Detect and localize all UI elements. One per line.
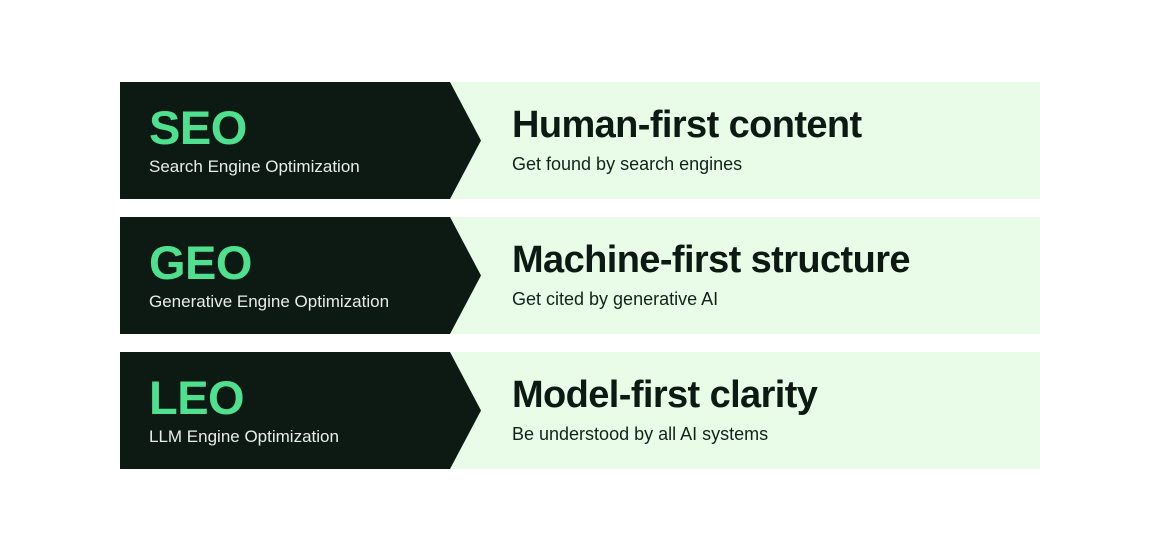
comparison-row-geo: GEO Generative Engine Optimization Machi… [120, 217, 1040, 334]
arrow-chevron-shape-leo [120, 352, 481, 469]
acronym-leo: LEO [149, 370, 245, 424]
content-group-leo: Model-first clarity Be understood by all… [512, 352, 1040, 469]
content-group-geo: Machine-first structure Get cited by gen… [512, 217, 1040, 334]
tag-label-group-geo: GEO Generative Engine Optimization [149, 217, 449, 334]
acronym-geo: GEO [149, 235, 252, 289]
arrow-chevron-shape-geo [120, 217, 481, 334]
comparison-row-leo: LEO LLM Engine Optimization Model-first … [120, 352, 1040, 469]
acronym-seo: SEO [149, 100, 247, 154]
caption-leo: Be understood by all AI systems [512, 423, 769, 444]
comparison-row-seo: SEO Search Engine Optimization Human-fir… [120, 82, 1040, 199]
tag-label-group-seo: SEO Search Engine Optimization [149, 82, 449, 199]
headline-leo: Model-first clarity [512, 373, 818, 416]
headline-seo: Human-first content [512, 103, 862, 146]
acronym-expansion-geo: Generative Engine Optimization [149, 291, 390, 311]
acronym-expansion-leo: LLM Engine Optimization [149, 426, 339, 446]
acronym-expansion-seo: Search Engine Optimization [149, 156, 360, 176]
caption-seo: Get found by search engines [512, 153, 743, 174]
caption-geo: Get cited by generative AI [512, 288, 719, 309]
headline-geo: Machine-first structure [512, 238, 911, 281]
optimization-comparison-infographic: SEO Search Engine Optimization Human-fir… [120, 82, 1040, 469]
content-group-seo: Human-first content Get found by search … [512, 82, 1040, 199]
tag-label-group-leo: LEO LLM Engine Optimization [149, 352, 449, 469]
arrow-chevron-shape-seo [120, 82, 481, 199]
